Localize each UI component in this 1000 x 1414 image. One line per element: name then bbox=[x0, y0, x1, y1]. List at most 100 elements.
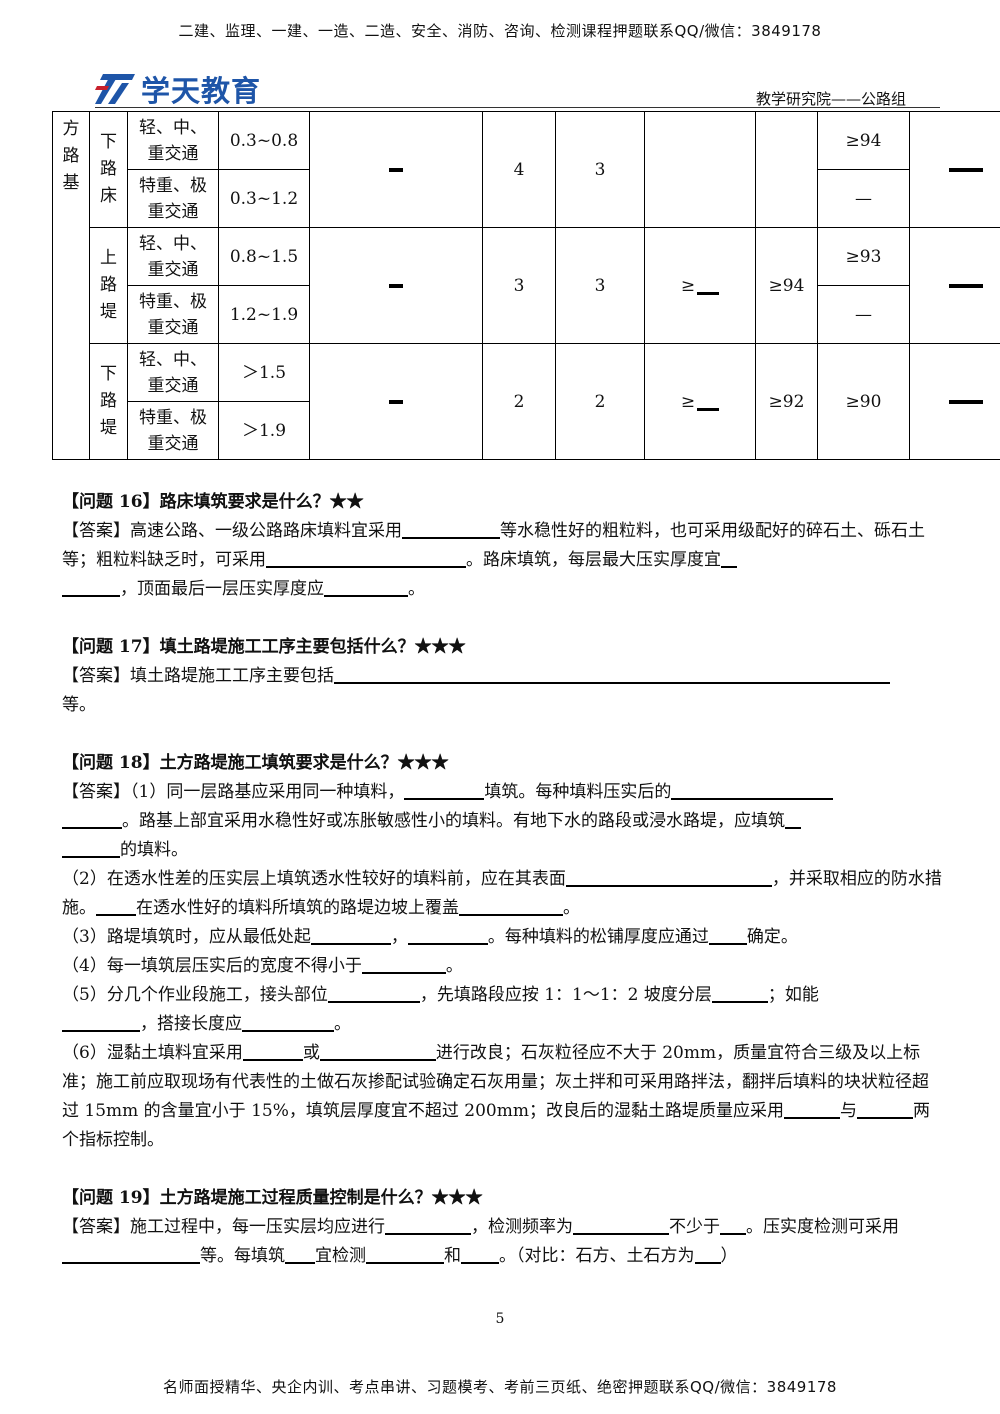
logo: 学天教育 bbox=[95, 68, 261, 110]
top-banner: 二建、监理、一建、一造、二造、安全、消防、咨询、检测课程押题联系QQ/微信：38… bbox=[178, 22, 822, 40]
blank-line bbox=[361, 952, 446, 974]
table-cell-blank: ≥ bbox=[644, 227, 756, 344]
dash-mark bbox=[949, 284, 983, 288]
blank-line bbox=[856, 1097, 913, 1119]
blank-line bbox=[242, 1039, 303, 1061]
blank-line bbox=[242, 1010, 334, 1032]
blank-line bbox=[694, 1242, 721, 1264]
question-18-answer-5: （5）分几个作业段施工，接头部位，先填路段应按 1：1～1：2 坡度分层；如能，… bbox=[62, 981, 942, 1039]
question-18-answer-4: （4）每一填筑层压实后的宽度不得小于。 bbox=[62, 952, 942, 981]
table-cell-empty bbox=[644, 111, 756, 228]
blank-line bbox=[711, 981, 768, 1003]
blank-line bbox=[385, 1213, 471, 1235]
compaction-table: 方路基 下路床 轻、中、重交通 0.3~0.8 4 3 ≥94 特重、极重交通 … bbox=[52, 111, 1000, 460]
table-cell-dash bbox=[909, 227, 1000, 344]
blank-line bbox=[459, 894, 563, 916]
blank-line bbox=[62, 1242, 200, 1264]
table-cell-value: ≥90 bbox=[817, 343, 910, 460]
table-cell-value: 3 bbox=[482, 227, 556, 344]
question-content: 【问题 16】路床填筑要求是什么？★★ 【答案】高速公路、一级公路路床填料宜采用… bbox=[62, 488, 942, 1271]
table-cell-value: ≥92 bbox=[755, 343, 818, 460]
blank-line bbox=[324, 575, 408, 597]
table-cell-depth: 0.3~1.2 bbox=[218, 169, 310, 228]
blank-line bbox=[62, 1010, 140, 1032]
table-cell-traffic: 特重、极重交通 bbox=[127, 285, 219, 344]
table-cell-traffic: 特重、极重交通 bbox=[127, 401, 219, 460]
blank-line bbox=[697, 407, 720, 411]
table-cell-value: — bbox=[817, 285, 910, 344]
table-cell-value: ≥94 bbox=[817, 111, 910, 170]
table-cell-depth: 0.8~1.5 bbox=[218, 227, 310, 286]
blank-line bbox=[285, 1242, 315, 1264]
table-cell-embankment-lower: 下路堤 bbox=[89, 343, 128, 460]
question-18-answer-2: （2）在透水性差的压实层上填筑透水性较好的填料前，应在其表面，并采取相应的防水措… bbox=[62, 865, 942, 923]
table-cell-depth: ＞1.9 bbox=[218, 401, 310, 460]
blank-line bbox=[573, 1213, 669, 1235]
table-cell-embankment-upper: 上路堤 bbox=[89, 227, 128, 344]
question-19-answer: 【答案】施工过程中，每一压实层均应进行，检测频率为不少于。压实度检测可采用等。每… bbox=[62, 1213, 942, 1271]
table-cell-value: 2 bbox=[482, 343, 556, 460]
table-cell-dash bbox=[309, 111, 483, 228]
blank-line bbox=[266, 546, 466, 568]
dash-mark bbox=[949, 168, 983, 172]
table-cell-dash bbox=[309, 227, 483, 344]
logo-text: 学天教育 bbox=[141, 74, 262, 108]
blank-line bbox=[62, 575, 120, 597]
logo-stripes-icon bbox=[95, 74, 135, 104]
blank-line bbox=[96, 894, 136, 916]
dash-mark bbox=[389, 284, 403, 288]
bottom-banner: 名师面授精华、央企内训、考点串讲、习题模考、考前三页纸、绝密押题联系QQ/微信：… bbox=[163, 1378, 837, 1396]
dash-mark bbox=[389, 400, 403, 404]
table-cell-traffic: 轻、中、重交通 bbox=[127, 111, 219, 170]
table-cell-depth: 0.3~0.8 bbox=[218, 111, 310, 170]
blank-line bbox=[319, 1039, 436, 1061]
blank-line bbox=[62, 807, 122, 829]
blank-line bbox=[785, 807, 801, 829]
table-cell-empty bbox=[755, 111, 818, 228]
table-cell-blank: ≥ bbox=[644, 343, 756, 460]
blank-line bbox=[697, 291, 720, 295]
question-19-title: 【问题 19】土方路堤施工过程质量控制是什么？★★★ bbox=[62, 1188, 483, 1208]
dash-mark bbox=[949, 400, 983, 404]
header-rule bbox=[95, 107, 940, 108]
table-cell-value: ≥94 bbox=[755, 227, 818, 344]
question-17-title: 【问题 17】填土路堤施工工序主要包括什么？★★★ bbox=[62, 637, 466, 657]
table-cell-traffic: 轻、中、重交通 bbox=[127, 227, 219, 286]
blank-line bbox=[62, 836, 120, 858]
table-cell-value: 2 bbox=[555, 343, 645, 460]
table-cell-roadbed-lower: 下路床 bbox=[89, 111, 128, 228]
table-cell-dash bbox=[309, 343, 483, 460]
table-cell-depth: 1.2~1.9 bbox=[218, 285, 310, 344]
question-18-answer-6: （6）湿黏土填料宜采用或进行改良；石灰粒径应不大于 20mm，质量宜符合三级及以… bbox=[62, 1039, 942, 1155]
blank-line bbox=[310, 923, 391, 945]
table-cell-depth: ＞1.5 bbox=[218, 343, 310, 402]
table-cell-traffic: 轻、中、重交通 bbox=[127, 343, 219, 402]
blank-line bbox=[334, 662, 890, 684]
blank-line bbox=[720, 1213, 746, 1235]
table-cell-dash bbox=[909, 343, 1000, 460]
question-16-answer: 【答案】高速公路、一级公路路床填料宜采用等水稳性好的粗粒料，也可采用级配好的碎石… bbox=[62, 517, 942, 604]
dash-mark bbox=[389, 168, 403, 172]
blank-line bbox=[783, 1097, 840, 1119]
blank-line bbox=[404, 778, 485, 800]
table-cell-value: 3 bbox=[555, 111, 645, 228]
blank-line bbox=[671, 778, 834, 800]
question-18-title: 【问题 18】土方路堤施工填筑要求是什么？★★★ bbox=[62, 753, 449, 773]
blank-line bbox=[565, 865, 772, 887]
table-cell-value: 4 bbox=[482, 111, 556, 228]
blank-line bbox=[402, 517, 500, 539]
blank-line bbox=[327, 981, 420, 1003]
blank-line bbox=[721, 546, 737, 568]
blank-line bbox=[708, 923, 747, 945]
question-16-title: 【问题 16】路床填筑要求是什么？★★ bbox=[62, 492, 364, 512]
question-17-answer: 【答案】填土路堤施工工序主要包括等。 bbox=[62, 662, 942, 720]
table-cell-traffic: 特重、极重交通 bbox=[127, 169, 219, 228]
table-cell-value: — bbox=[817, 169, 910, 228]
table-cell-value: ≥93 bbox=[817, 227, 910, 286]
question-18-answer-3: （3）路堤填筑时，应从最低处起，。每种填料的松铺厚度应通过确定。 bbox=[62, 923, 942, 952]
department-label: 教学研究院——公路组 bbox=[756, 90, 907, 108]
table-cell-category: 方路基 bbox=[52, 111, 90, 460]
blank-line bbox=[461, 1242, 499, 1264]
page-number: 5 bbox=[495, 1311, 505, 1327]
table-cell-value: 3 bbox=[555, 227, 645, 344]
